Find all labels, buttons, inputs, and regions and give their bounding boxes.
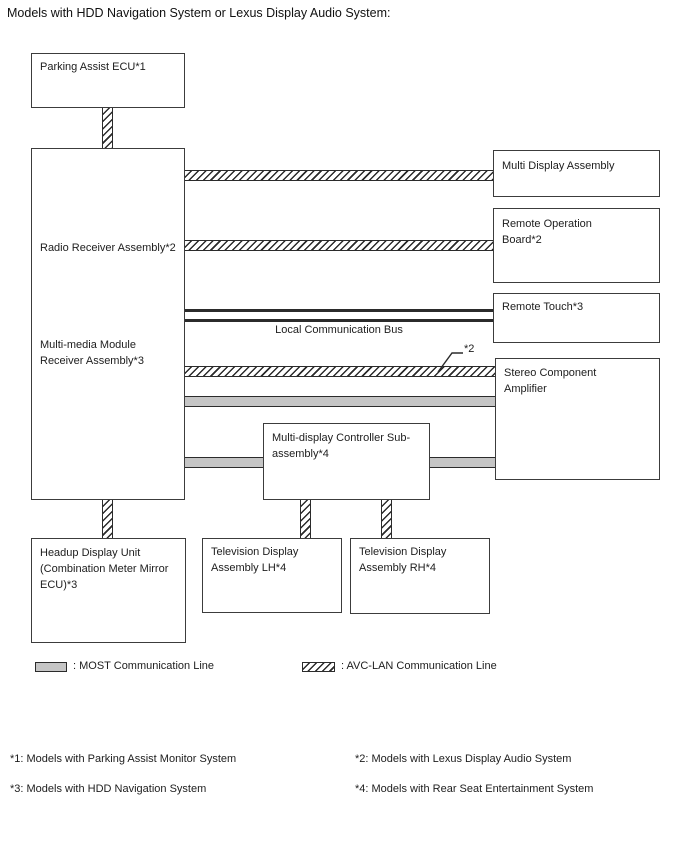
box-label-radio-receiver: Radio Receiver Assembly*2 bbox=[40, 242, 176, 254]
box-remote-touch: Remote Touch*3 bbox=[493, 293, 660, 343]
star2-callout: *2 bbox=[464, 343, 475, 355]
box-remote-operation-board: Remote Operation Board*2 bbox=[493, 208, 660, 283]
box-label: Remote Operation Board*2 bbox=[502, 218, 592, 246]
box-parking-assist-ecu: Parking Assist ECU*1 bbox=[31, 53, 185, 108]
most-line-controller-right bbox=[430, 457, 495, 468]
footnote-2: *2: Models with Lexus Display Audio Syst… bbox=[355, 753, 572, 765]
box-label: Television Display Assembly RH*4 bbox=[359, 546, 447, 574]
star2-leader-line bbox=[437, 352, 463, 373]
box-headup-display-unit: Headup Display Unit (Combination Meter M… bbox=[31, 538, 186, 643]
box-tv-display-rh: Television Display Assembly RH*4 bbox=[350, 538, 490, 614]
avclan-connector-parking-ecu bbox=[102, 108, 113, 148]
avclan-connector-tv-rh bbox=[381, 500, 392, 538]
box-multi-display-controller: Multi-display Controller Sub-assembly*4 bbox=[263, 423, 430, 500]
legend-most-label: : MOST Communication Line bbox=[73, 660, 215, 672]
box-label: Television Display Assembly LH*4 bbox=[211, 546, 299, 574]
avclan-connector-headup-display bbox=[102, 500, 113, 538]
avclan-line-swatch-icon bbox=[302, 662, 335, 672]
box-label: Multi Display Assembly bbox=[502, 160, 615, 172]
box-label-multimedia-module: Multi-media Module Receiver Assembly*3 bbox=[40, 339, 144, 367]
box-multi-display-assembly: Multi Display Assembly bbox=[493, 150, 660, 197]
most-line-controller-left bbox=[185, 457, 263, 468]
diagram-title: Models with HDD Navigation System or Lex… bbox=[7, 6, 391, 20]
most-line-stereo-amp bbox=[185, 396, 495, 407]
footnote-4: *4: Models with Rear Seat Entertainment … bbox=[355, 783, 594, 795]
footnote-1: *1: Models with Parking Assist Monitor S… bbox=[10, 753, 237, 765]
avclan-line-stereo-amp bbox=[185, 366, 495, 377]
box-label: Multi-display Controller Sub-assembly*4 bbox=[272, 432, 411, 460]
box-label: Remote Touch*3 bbox=[502, 301, 584, 313]
box-label: Stereo Component Amplifier bbox=[504, 367, 597, 395]
box-radio-receiver-multimedia-module: Radio Receiver Assembly*2 Multi-media Mo… bbox=[31, 148, 185, 500]
footnote-3: *3: Models with HDD Navigation System bbox=[10, 783, 207, 795]
avclan-connector-tv-lh bbox=[300, 500, 311, 538]
box-label: Parking Assist ECU*1 bbox=[40, 61, 146, 73]
local-bus-line-lower bbox=[185, 319, 493, 322]
box-stereo-component-amplifier: Stereo Component Amplifier bbox=[495, 358, 660, 480]
box-tv-display-lh: Television Display Assembly LH*4 bbox=[202, 538, 342, 613]
legend-avclan-label: : AVC-LAN Communication Line bbox=[341, 660, 497, 672]
most-line-swatch-icon bbox=[35, 662, 67, 672]
local-bus-label: Local Communication Bus bbox=[275, 324, 403, 336]
local-bus-line-upper bbox=[185, 309, 493, 312]
box-label: Headup Display Unit (Combination Meter M… bbox=[40, 547, 169, 591]
avclan-line-remote-operation bbox=[185, 240, 493, 251]
avclan-line-multi-display bbox=[185, 170, 493, 181]
